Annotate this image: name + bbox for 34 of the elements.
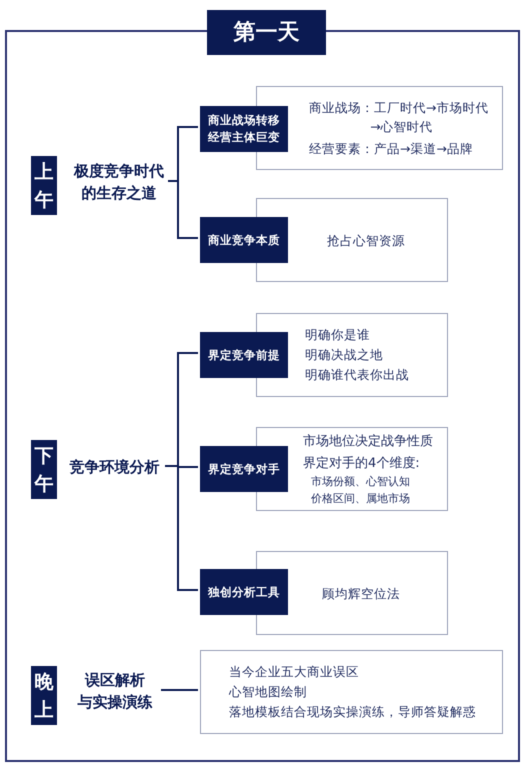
connector-line — [168, 180, 198, 239]
connector-line — [161, 689, 198, 691]
topic-text: 竞争环境分析 — [63, 456, 166, 480]
text-line: 抢占心智资源 — [327, 232, 406, 250]
content-box — [256, 551, 448, 635]
subtopic-box: 商业战场转移经营主体巨变 — [200, 106, 288, 152]
text-line: 明确你是谁 — [305, 326, 371, 344]
period-badge: 下午 — [31, 440, 57, 499]
text-line: 界定对手的4个维度: — [303, 454, 421, 472]
subtopic-box: 独创分析工具 — [200, 569, 288, 615]
subtopic-box: 界定竞争对手 — [200, 446, 288, 492]
subtopic-box: 商业竞争本质 — [200, 217, 288, 263]
topic-text-line: 误区解析 — [84, 670, 146, 691]
period-badge: 晚上 — [31, 666, 57, 725]
content-box — [256, 427, 448, 511]
text-line: 明确决战之地 — [305, 346, 384, 364]
content-box — [256, 86, 503, 170]
text-line: 心智地图绘制 — [229, 683, 308, 701]
text-line: 顾均辉空位法 — [322, 584, 401, 602]
text-line: 当今企业五大商业误区 — [229, 663, 360, 681]
text-line: 明确谁代表你出战 — [305, 366, 410, 384]
subtopic-box: 界定竞争前提 — [200, 332, 288, 378]
text-line: 落地模板结合现场实操演练，导师答疑解惑 — [229, 703, 477, 721]
text-line: 市场份额、心智认知价格区间、属地市场 — [311, 474, 411, 506]
content-box — [256, 198, 448, 282]
title-banner: 第一天 — [207, 10, 326, 55]
text-line: 商业战场：工厂时代→市场时代→心智时代 — [309, 99, 490, 136]
topic-text-line: 与实操演练 — [76, 692, 154, 713]
period-badge: 上午 — [31, 156, 57, 215]
text-line: 市场地位决定战争性质 — [303, 432, 434, 450]
topic-text: 极度竞争时代的生存之道 — [69, 160, 169, 206]
text-line: 经营要素：产品→渠道→品牌 — [309, 140, 474, 158]
content-box — [200, 650, 503, 734]
content-box — [256, 313, 448, 397]
